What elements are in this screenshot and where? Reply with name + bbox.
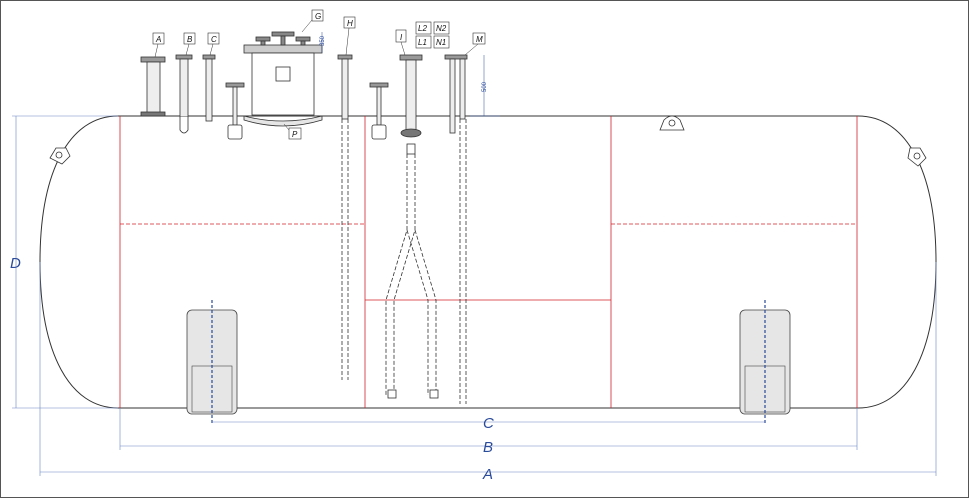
label-n1: N1: [436, 38, 446, 47]
label-m: M: [476, 35, 483, 44]
label-b: B: [187, 35, 193, 44]
nozzle-m: [444, 54, 468, 404]
label-n2: N2: [436, 24, 447, 33]
nozzle-tags: [152, 9, 486, 140]
dimension-label-a: A: [482, 466, 493, 483]
nozzle-a: [140, 56, 166, 117]
compartment-lines: [119, 116, 858, 408]
manhole-height-text: 350: [320, 35, 326, 46]
nozzle-c: [202, 54, 216, 122]
label-a: A: [155, 35, 161, 44]
nozzle-label-text: A B C G H I L2 L1 N2 N1 M P: [155, 12, 483, 139]
post-left: [225, 82, 245, 140]
saddle-right: [739, 300, 791, 424]
neck-height-text: 500: [482, 81, 488, 92]
label-p: P: [292, 130, 298, 139]
label-c: C: [211, 35, 217, 44]
nozzle-b: [175, 54, 193, 134]
lifting-lug-right: [659, 115, 927, 167]
manhole: [243, 31, 323, 127]
small-dimensions: [321, 32, 500, 117]
dimension-label-d: D: [10, 255, 21, 272]
nozzle-i: [385, 54, 439, 399]
dimension-lines: [12, 115, 937, 476]
label-l1: L1: [418, 38, 427, 47]
label-i: I: [400, 33, 403, 42]
label-h: H: [347, 19, 353, 28]
post-right: [369, 82, 389, 140]
saddle-left: [186, 300, 238, 424]
label-l2: L2: [418, 24, 427, 33]
label-g: G: [315, 12, 321, 21]
dimension-label-b: B: [483, 439, 493, 456]
lifting-lug-left: [49, 147, 71, 165]
nozzle-h: [337, 54, 353, 380]
leader-lines: [154, 19, 479, 131]
dimension-label-c: C: [483, 415, 494, 432]
